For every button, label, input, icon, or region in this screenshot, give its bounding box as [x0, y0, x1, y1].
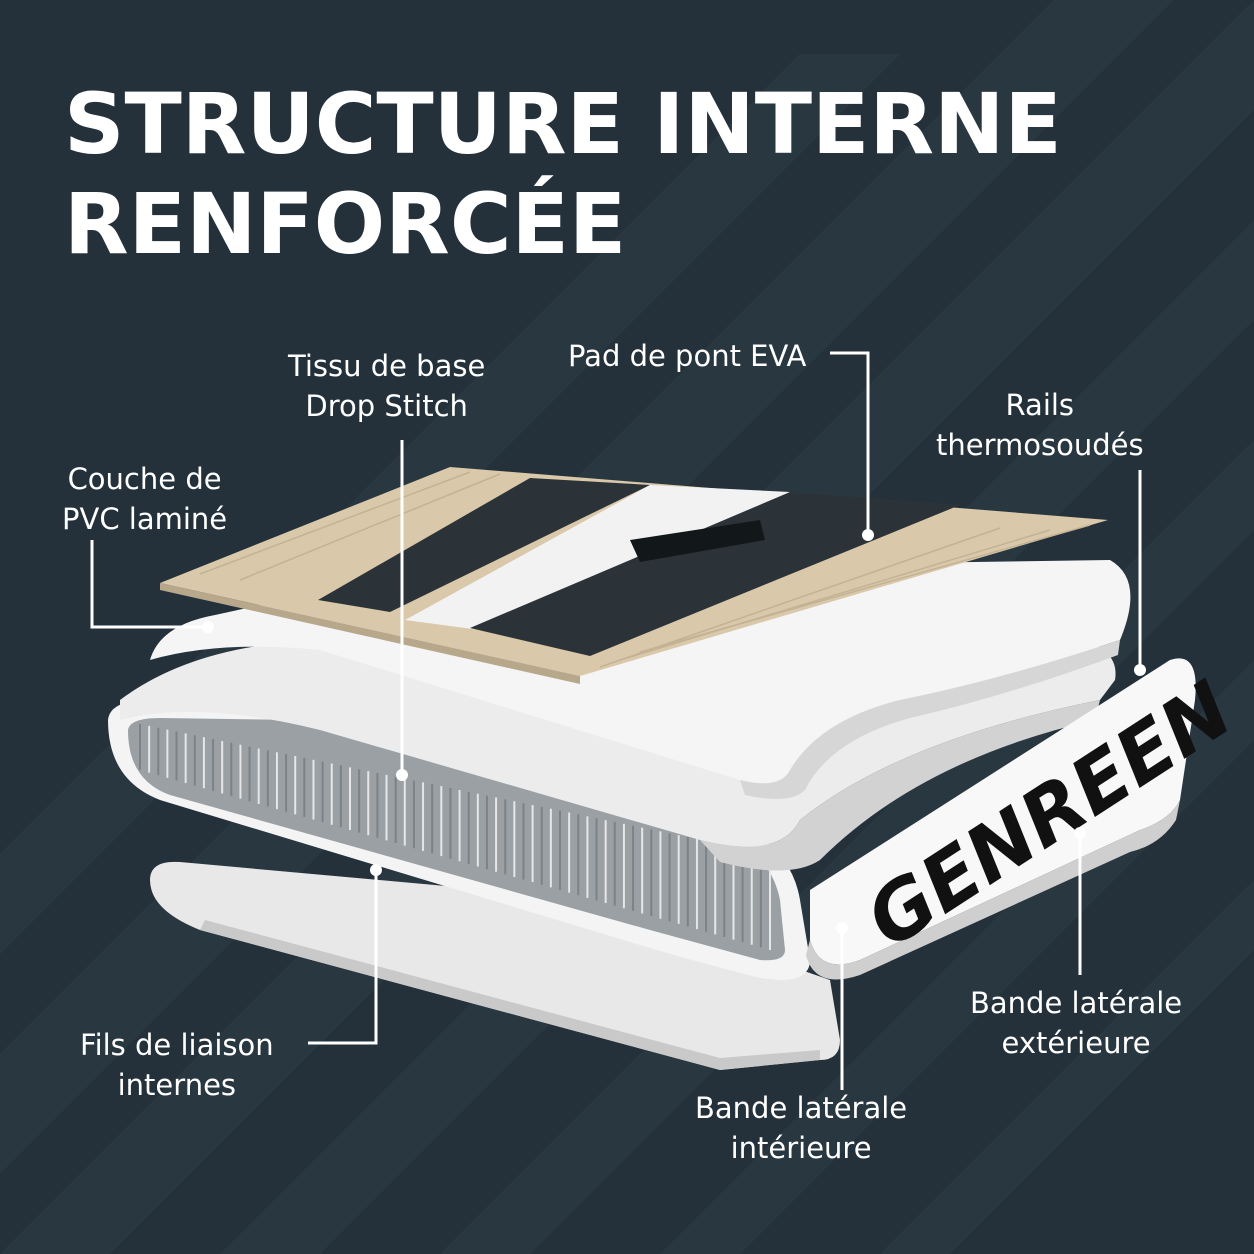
- label-bande-int-line-1: Bande latérale: [695, 1091, 908, 1125]
- label-bande-ext-line-1: Bande latérale: [970, 986, 1183, 1020]
- label-eva-pad: Pad de pont EVA: [568, 336, 806, 376]
- label-bande-int-line-2: intérieure: [730, 1131, 872, 1165]
- leader-dots: [202, 529, 1146, 934]
- label-drop-stitch-line-1: Tissu de base: [288, 349, 486, 383]
- label-pvc-layer: Couche de PVC laminé: [62, 459, 227, 539]
- label-drop-stitch: Tissu de base Drop Stitch: [288, 346, 485, 426]
- title-line-2: RENFORCÉE: [64, 175, 627, 273]
- label-bande-interieure: Bande latérale intérieure: [695, 1088, 907, 1168]
- label-fils-line-2: internes: [117, 1068, 237, 1102]
- label-bande-ext-line-2: extérieure: [1001, 1026, 1151, 1060]
- page-title: STRUCTURE INTERNE RENFORCÉE: [64, 74, 1062, 274]
- label-pvc-line-1: Couche de: [67, 462, 222, 496]
- label-drop-stitch-line-2: Drop Stitch: [305, 389, 468, 423]
- label-eva-line-1: Pad de pont EVA: [568, 339, 807, 373]
- bottom-pvc-sheet: [150, 861, 840, 1070]
- label-fils-line-1: Fils de liaison: [80, 1028, 274, 1062]
- drop-stitch-fibers: [128, 718, 785, 961]
- leader-lines: [90, 351, 1142, 1090]
- label-pvc-line-2: PVC laminé: [62, 502, 228, 536]
- title-line-1: STRUCTURE INTERNE: [64, 75, 1062, 173]
- label-rails-line-1: Rails: [1005, 388, 1075, 422]
- outer-side-band: [810, 658, 1196, 965]
- label-rails-line-2: thermosoudés: [936, 428, 1144, 462]
- label-fils: Fils de liaison internes: [80, 1025, 274, 1105]
- label-bande-exterieure: Bande latérale extérieure: [970, 983, 1182, 1063]
- label-rails: Rails thermosoudés: [936, 385, 1144, 465]
